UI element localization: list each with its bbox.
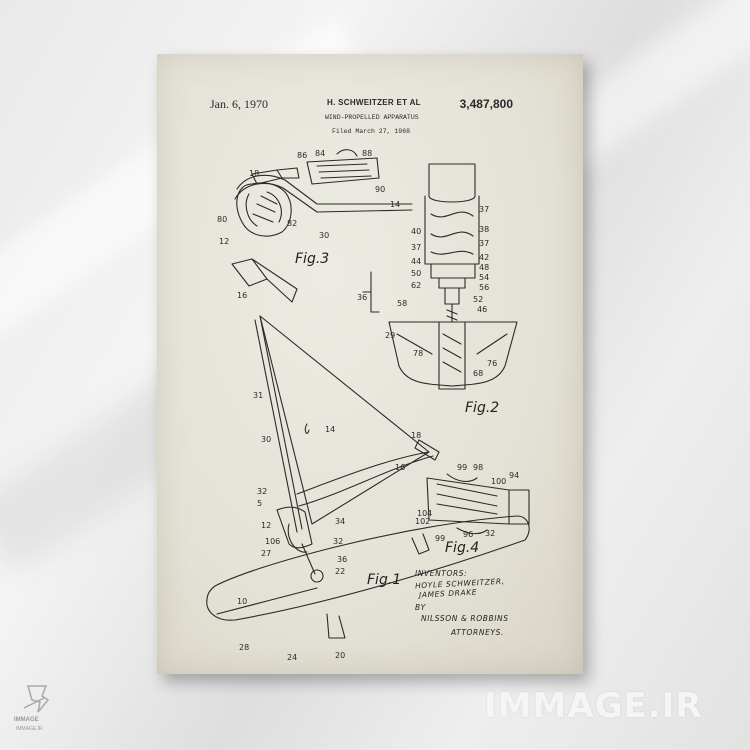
svg-text:32: 32 <box>257 487 267 496</box>
by-label: BY <box>415 603 426 612</box>
attorneys-label: ATTORNEYS. <box>451 628 504 637</box>
logo-name: IMMAGE <box>14 717 39 723</box>
svg-text:29: 29 <box>385 331 395 340</box>
fig4-label: Fig.4 <box>445 540 480 556</box>
svg-text:78: 78 <box>413 349 423 358</box>
svg-text:86: 86 <box>297 151 307 160</box>
svg-text:99: 99 <box>435 534 445 543</box>
svg-text:80: 80 <box>217 215 227 224</box>
inventors-label: INVENTORS: <box>415 569 468 578</box>
svg-text:106: 106 <box>265 537 280 546</box>
svg-text:16: 16 <box>395 463 405 472</box>
svg-text:32: 32 <box>485 529 495 538</box>
svg-text:99: 99 <box>457 463 467 472</box>
svg-text:50: 50 <box>411 269 421 278</box>
fig3-drawing <box>231 149 413 303</box>
svg-text:18: 18 <box>249 169 259 178</box>
svg-text:44: 44 <box>411 257 421 266</box>
svg-text:27: 27 <box>261 549 271 558</box>
svg-text:58: 58 <box>397 299 407 308</box>
svg-text:30: 30 <box>261 435 271 444</box>
svg-text:32: 32 <box>333 537 343 546</box>
svg-text:34: 34 <box>335 517 345 526</box>
patent-number: 3,487,800 <box>459 97 513 111</box>
fig2-label: Fig.2 <box>465 400 500 416</box>
svg-text:88: 88 <box>362 149 372 158</box>
svg-text:28: 28 <box>239 643 249 652</box>
svg-text:24: 24 <box>287 653 297 662</box>
fig3-label: Fig.3 <box>295 251 330 267</box>
svg-text:37: 37 <box>411 243 421 252</box>
fig1-drawing <box>206 315 530 639</box>
svg-text:22: 22 <box>335 567 345 576</box>
svg-text:36: 36 <box>357 293 367 302</box>
svg-text:84: 84 <box>315 149 325 158</box>
svg-text:31: 31 <box>253 391 263 400</box>
svg-text:96: 96 <box>463 530 473 539</box>
svg-text:104: 104 <box>417 509 432 518</box>
svg-text:76: 76 <box>487 359 497 368</box>
svg-text:94: 94 <box>509 471 519 480</box>
svg-text:5: 5 <box>257 499 262 508</box>
immage-logo-icon <box>23 685 50 713</box>
svg-text:12: 12 <box>219 237 229 246</box>
svg-text:14: 14 <box>390 200 400 209</box>
svg-text:98: 98 <box>473 463 483 472</box>
svg-text:18: 18 <box>411 431 421 440</box>
svg-text:68: 68 <box>473 369 483 378</box>
patent-filed-date: Filed March 27, 1968 <box>332 128 411 135</box>
svg-text:37: 37 <box>479 239 489 248</box>
patent-title: WIND-PROPELLED APPARATUS <box>325 114 419 121</box>
svg-text:20: 20 <box>335 651 345 660</box>
svg-text:16: 16 <box>237 291 247 300</box>
watermark: IMMAGE.IR <box>484 686 703 726</box>
svg-text:37: 37 <box>479 205 489 214</box>
svg-text:42: 42 <box>479 253 489 262</box>
svg-text:100: 100 <box>491 477 506 486</box>
svg-text:46: 46 <box>477 305 487 314</box>
svg-text:10: 10 <box>237 597 247 606</box>
logo-sub: IMMAGE.IR <box>16 726 43 732</box>
svg-text:40: 40 <box>411 227 421 236</box>
svg-text:52: 52 <box>473 295 483 304</box>
svg-text:36: 36 <box>337 555 347 564</box>
svg-text:56: 56 <box>479 283 489 292</box>
patent-date: Jan. 6, 1970 <box>210 97 268 111</box>
svg-text:90: 90 <box>375 185 385 194</box>
fig2-drawing <box>362 163 518 390</box>
svg-text:38: 38 <box>479 225 489 234</box>
svg-text:12: 12 <box>261 521 271 530</box>
fig1-label: Fig.1 <box>367 572 402 588</box>
svg-text:54: 54 <box>479 273 489 282</box>
svg-text:102: 102 <box>415 517 430 526</box>
patent-inventor-header: H. SCHWEITZER ET AL <box>327 98 421 107</box>
svg-text:14: 14 <box>325 425 335 434</box>
svg-text:30: 30 <box>319 231 329 240</box>
attorney-firm: NILSSON & ROBBINS <box>421 614 509 623</box>
svg-text:62: 62 <box>411 281 421 290</box>
patent-canvas-print: Jan. 6, 1970 H. SCHWEITZER ET AL 3,487,8… <box>157 54 583 674</box>
svg-text:82: 82 <box>287 219 297 228</box>
svg-text:48: 48 <box>479 263 489 272</box>
